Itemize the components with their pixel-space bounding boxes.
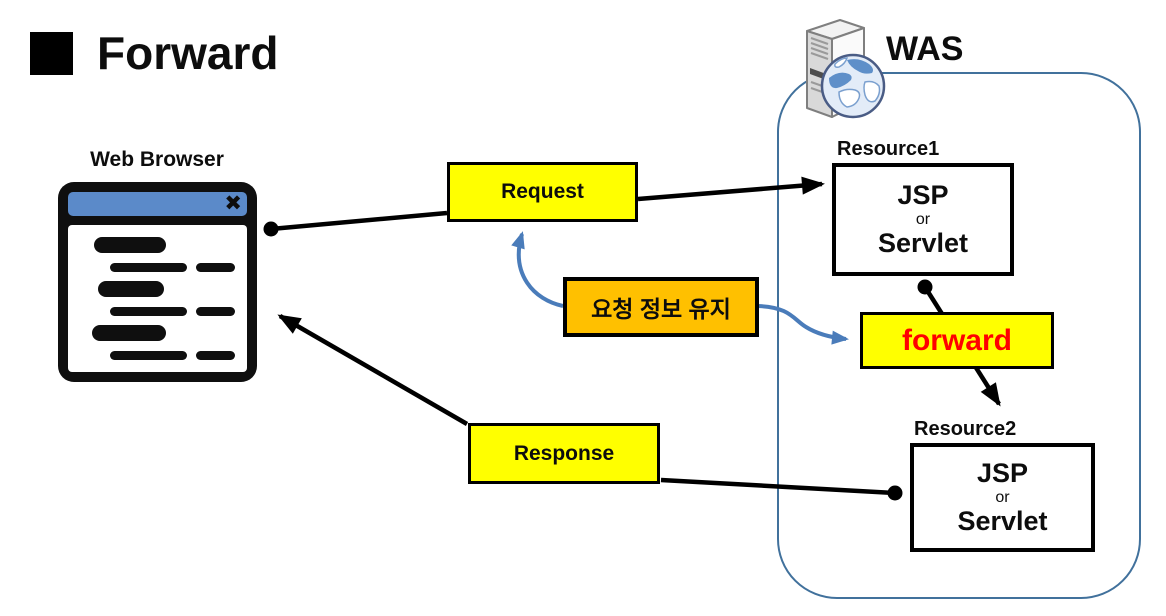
content-bar (98, 281, 164, 298)
content-bar-row (110, 306, 235, 316)
resource1-box: JSP or Servlet (832, 163, 1014, 276)
resource1-or: or (915, 210, 931, 228)
resource2-label: Resource2 (914, 418, 1017, 440)
page-title: Forward (30, 26, 278, 80)
content-bar (195, 350, 235, 360)
title-bullet-square (30, 31, 73, 75)
content-bar (94, 237, 166, 253)
request-arrow (637, 176, 825, 202)
resource2-or: or (995, 488, 1010, 506)
server-tower-icon (806, 19, 886, 119)
response-line-right (660, 477, 896, 496)
keep-request-info-box: 요청 정보 유지 (563, 277, 759, 337)
forward-box: forward (860, 312, 1054, 369)
resource1-jsp: JSP (897, 179, 949, 210)
response-box: Response (468, 423, 660, 484)
web-browser-label: Web Browser (90, 148, 224, 171)
browser-titlebar: ✖ (68, 192, 247, 216)
page-title-text: Forward (97, 27, 279, 79)
resource2-box: JSP or Servlet (910, 443, 1095, 552)
response-arrow (277, 314, 469, 426)
resource1-label: Resource1 (837, 138, 940, 160)
close-icon: ✖ (224, 190, 242, 215)
was-label: WAS (886, 30, 964, 68)
server-icon (791, 16, 897, 124)
keep-info-arrow-to-request (511, 231, 564, 308)
was-container-frame (777, 72, 1141, 599)
content-bar (110, 306, 187, 316)
request-line-left (270, 210, 448, 232)
globe-icon (820, 53, 886, 119)
content-bar-row (110, 262, 235, 272)
browser-content (68, 225, 247, 372)
content-bar (92, 325, 166, 342)
resource2-servlet: Servlet (957, 506, 1048, 537)
request-box: Request (447, 162, 638, 222)
content-bar (110, 262, 187, 272)
resource2-jsp: JSP (976, 457, 1029, 488)
content-bar (110, 350, 187, 360)
content-bar (195, 262, 235, 272)
content-bar (195, 306, 235, 316)
browser-window-icon: ✖ (58, 182, 257, 382)
keep-info-arrow-to-forward (757, 304, 849, 345)
resource1-servlet: Servlet (877, 228, 969, 259)
content-bar-row (110, 350, 235, 360)
